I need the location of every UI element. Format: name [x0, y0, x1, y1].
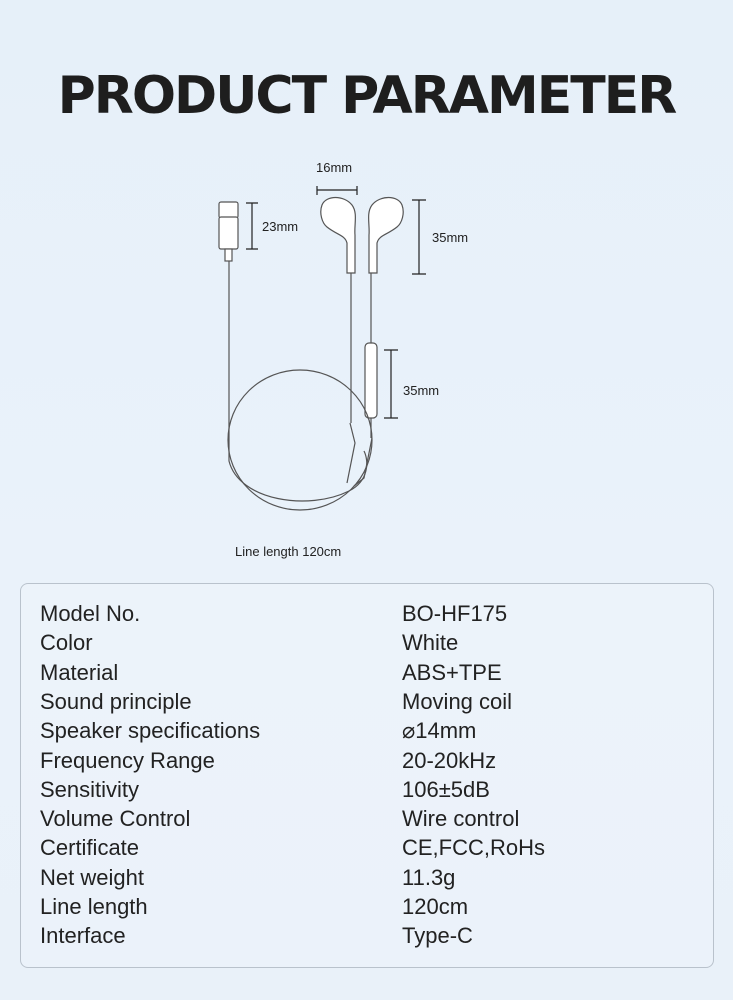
spec-label: Material	[40, 659, 119, 685]
left-earbud	[320, 196, 356, 274]
spec-label: Sound principle	[40, 688, 192, 714]
spec-row: Color White	[40, 628, 458, 657]
spec-row: Certificate CE,FCC,RoHs	[40, 833, 545, 862]
spec-row: Net weight 11.3g	[40, 863, 455, 892]
spec-value: ⌀14mm	[402, 718, 477, 744]
dim-earbud	[412, 199, 426, 275]
spec-value: 120cm	[402, 894, 469, 919]
dim-control	[384, 349, 398, 419]
spec-value: Type-C	[402, 923, 473, 949]
spec-label: Sensitivity	[40, 776, 140, 802]
spec-value: 11.3g	[402, 864, 456, 890]
spec-value: Wire control	[402, 806, 520, 832]
spec-label: Net weight	[40, 864, 144, 890]
spec-value: 20-20kHz	[402, 747, 497, 773]
spec-row: Volume Control Wire control	[40, 804, 519, 833]
spec-label: Speaker specifications	[40, 718, 261, 744]
earbud-width-label: 16mm	[316, 160, 353, 175]
spec-value: Moving coil	[402, 688, 513, 714]
spec-row: Speaker specifications ⌀14mm	[40, 716, 476, 745]
spec-label: Frequency Range	[40, 747, 215, 773]
spec-value: White	[402, 630, 459, 656]
line-length-caption: Line length 120cm	[235, 544, 342, 559]
spec-row: Interface Type-C	[40, 921, 473, 950]
spec-label: Color	[40, 630, 93, 656]
connector-length-label: 23mm	[262, 219, 299, 234]
control-length-label: 35mm	[403, 383, 440, 398]
spec-label: Certificate	[40, 835, 140, 861]
dim-connector	[246, 202, 258, 250]
spec-row: Frequency Range 20-20kHz	[40, 746, 496, 775]
spec-row: Sound principle Moving coil	[40, 687, 512, 716]
spec-row: Material ABS+TPE	[40, 658, 502, 687]
page-title: PRODUCT PARAMETER	[57, 66, 678, 126]
spec-label: Line length	[40, 894, 148, 919]
spec-row: Line length 120cm	[40, 892, 468, 921]
spec-row: Sensitivity 106±5dB	[40, 775, 490, 804]
usb-c-connector	[218, 201, 239, 219]
spec-label: Volume Control	[40, 806, 191, 832]
earbud-height-label: 35mm	[432, 230, 469, 245]
spec-value: ABS+TPE	[402, 659, 502, 685]
spec-value: CE,FCC,RoHs	[402, 835, 546, 861]
dim-width	[316, 186, 358, 195]
spec-value: 106±5dB	[402, 776, 490, 802]
inline-control	[364, 342, 378, 419]
earphone-diagram	[218, 186, 426, 511]
spec-row: Model No. BO-HF175	[40, 599, 507, 628]
spec-label: Interface	[40, 923, 126, 949]
spec-label: Model No.	[40, 601, 141, 626]
spec-value: BO-HF175	[402, 601, 508, 626]
connector-body	[218, 216, 239, 250]
right-earbud	[368, 196, 404, 274]
